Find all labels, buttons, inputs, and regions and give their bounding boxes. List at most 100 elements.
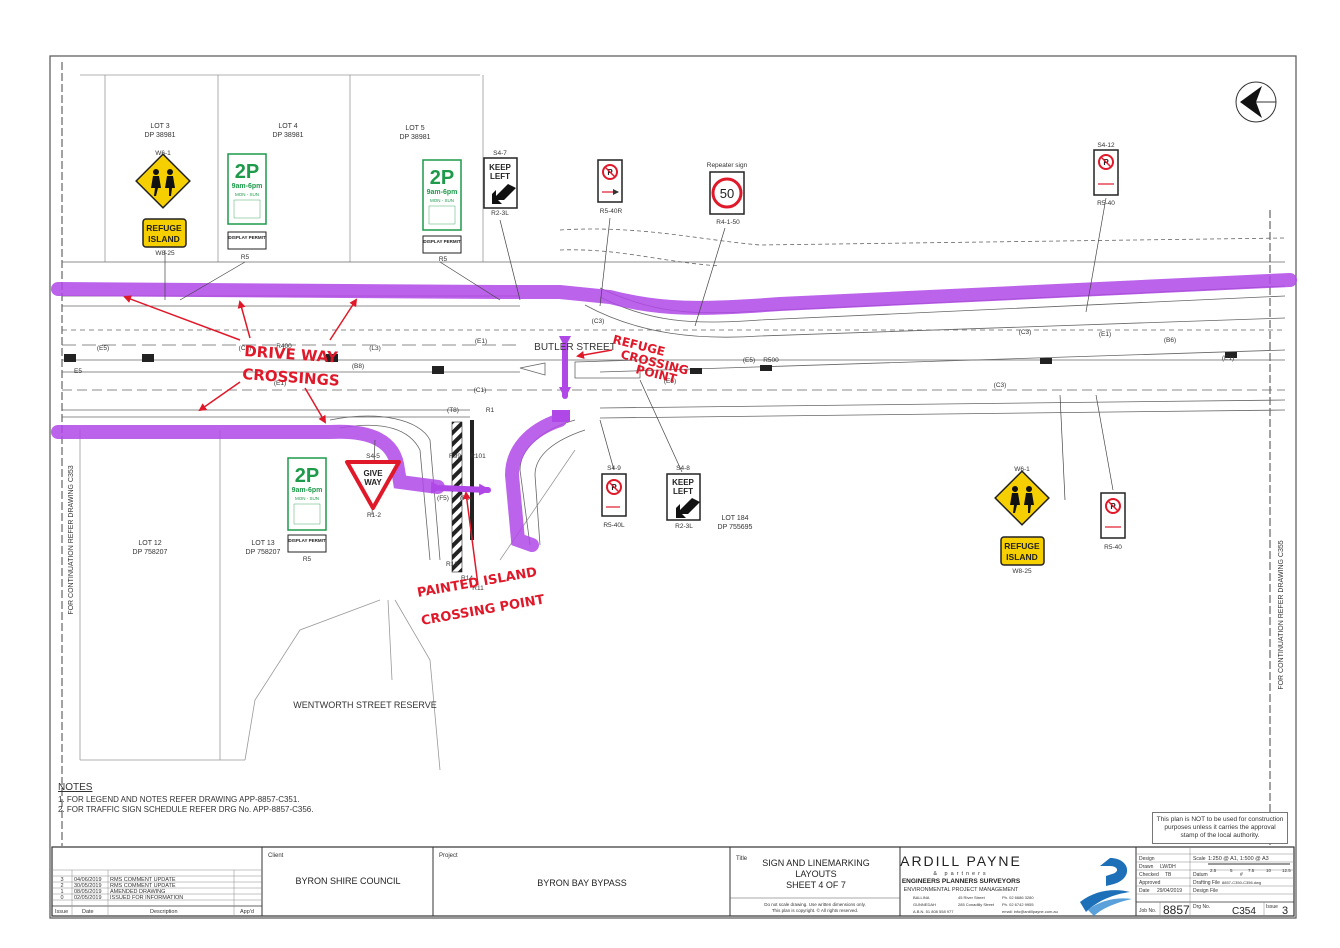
continuation-left: FOR CONTINUATION REFER DRAWING C353 <box>68 465 75 614</box>
svg-text:(E5): (E5) <box>743 357 755 364</box>
svg-text:WAY: WAY <box>364 478 382 487</box>
svg-text:9am-6pm: 9am-6pm <box>232 183 263 190</box>
svg-text:This plan is copyright. © All: This plan is copyright. © All rights res… <box>772 907 858 913</box>
svg-text:Issue: Issue <box>1266 904 1278 910</box>
svg-text:Title: Title <box>736 856 748 862</box>
svg-text:45 River Street: 45 River Street <box>958 895 986 900</box>
issue-number: 3 <box>1282 905 1288 917</box>
svg-text:R500: R500 <box>763 357 779 364</box>
svg-text:(B8): (B8) <box>352 363 364 370</box>
client-name: BYRON SHIRE COUNCIL <box>295 876 400 886</box>
svg-text:2P: 2P <box>295 465 319 487</box>
svg-text:W8-25: W8-25 <box>1012 568 1032 575</box>
svg-text:(E1): (E1) <box>1222 355 1234 362</box>
svg-text:ENGINEERS PLANNERS SURVEYORS: ENGINEERS PLANNERS SURVEYORS <box>902 878 1021 885</box>
drawing-info-fields: Design Drawn LW/DH Checked TB Approved D… <box>1136 847 1294 917</box>
company-name: ARDILL PAYNE <box>900 853 1022 869</box>
svg-text:Ph. 02 6742 9955: Ph. 02 6742 9955 <box>1002 902 1034 907</box>
svg-text:Repeater sign: Repeater sign <box>707 162 748 169</box>
svg-text:R5-40: R5-40 <box>1104 544 1122 551</box>
svg-text:0: 0 <box>60 895 63 901</box>
lot12-label: LOT 12 <box>138 540 161 547</box>
parking-sign-c: 2P 9am-6pm MON - SUN DISPLAY PERMIT R5 <box>287 457 327 563</box>
svg-text:DISPLAY PERMIT: DISPLAY PERMIT <box>288 538 326 543</box>
lot4-label: LOT 4 <box>278 123 297 130</box>
svg-text:App'd: App'd <box>240 909 254 915</box>
svg-text:50: 50 <box>720 186 734 201</box>
svg-text:R2-3L: R2-3L <box>675 523 693 530</box>
no-parking-sign-c: S4-9 P R5-40L <box>601 465 627 529</box>
svg-text:3: 3 <box>60 877 63 883</box>
svg-text:1:250 @ A1, 1:500 @ A3: 1:250 @ A1, 1:500 @ A3 <box>1208 856 1269 862</box>
svg-text:R14: R14 <box>461 575 473 582</box>
svg-text:(E5): (E5) <box>664 378 676 385</box>
lot-labels: LOT 3 DP 38981 LOT 4 DP 38981 LOT 5 DP 3… <box>133 123 753 710</box>
lot13-label: LOT 13 <box>251 540 274 547</box>
svg-text:2P: 2P <box>235 161 259 183</box>
lot184-label: LOT 184 <box>721 515 748 522</box>
svg-text:REFUGE: REFUGE <box>146 223 182 233</box>
lot184-dp: DP 755695 <box>718 524 753 531</box>
svg-text:2: 2 <box>60 883 63 889</box>
svg-text:R101: R101 <box>470 453 486 460</box>
svg-text:S4-12: S4-12 <box>1097 142 1115 149</box>
note-item: 2. FOR TRAFFIC SIGN SCHEDULE REFER DRG N… <box>58 805 314 814</box>
svg-text:(E1): (E1) <box>274 380 286 387</box>
svg-text:S4-7: S4-7 <box>493 150 507 157</box>
continuation-right: FOR CONTINUATION REFER DRAWING C355 <box>1278 540 1285 689</box>
job-number: 8857 <box>1163 903 1190 917</box>
speed-limit-sign: Repeater sign 50 R4-1-50 <box>707 162 748 226</box>
svg-text:R5-40L: R5-40L <box>603 522 625 529</box>
svg-text:Issue: Issue <box>55 909 68 915</box>
svg-text:7.5: 7.5 <box>1248 868 1255 873</box>
svg-text:#: # <box>1240 872 1243 878</box>
svg-text:MON - SUN: MON - SUN <box>235 192 259 197</box>
pedestrians-icon <box>1010 486 1034 513</box>
parking-sign-a: 2P 9am-6pm MON - SUN DISPLAY PERMIT R5 <box>227 153 267 261</box>
drawing-title-line2: LAYOUTS <box>795 869 836 879</box>
lot12-dp: DP 758207 <box>133 549 168 556</box>
svg-text:ISSUED FOR INFORMATION: ISSUED FOR INFORMATION <box>110 895 183 901</box>
svg-text:Drg No.: Drg No. <box>1193 904 1210 910</box>
svg-text:A.B.N. 51 808 558 977: A.B.N. 51 808 558 977 <box>913 909 954 914</box>
svg-text:(L3): (L3) <box>369 345 381 352</box>
svg-text:E5: E5 <box>74 368 82 375</box>
svg-text:(C1): (C1) <box>239 345 252 352</box>
north-arrow-icon <box>1235 81 1277 123</box>
svg-text:R2-3L: R2-3L <box>491 210 509 217</box>
reserve-label: WENTWORTH STREET RESERVE <box>293 700 437 710</box>
hatched-linemarking <box>64 352 1237 573</box>
give-way-sign: S4-5 GIVE WAY R1-2 <box>345 453 401 519</box>
svg-text:LEFT: LEFT <box>673 487 693 496</box>
lot5-dp: DP 38981 <box>399 134 430 141</box>
arrow-down-left-icon <box>492 184 516 204</box>
svg-text:& partners: & partners <box>933 871 988 877</box>
drawing-number: C354 <box>1232 906 1256 917</box>
svg-text:ENVIRONMENTAL PROJECT MANAGEM: ENVIRONMENTAL PROJECT MANAGEMENT <box>904 887 1019 893</box>
svg-text:2.5: 2.5 <box>1210 868 1217 873</box>
svg-text:(C3): (C3) <box>994 382 1007 389</box>
svg-text:DISPLAY PERMIT: DISPLAY PERMIT <box>228 235 266 240</box>
pedestrians-icon <box>151 169 175 196</box>
note-item: 1. FOR LEGEND AND NOTES REFER DRAWING AP… <box>58 795 300 804</box>
revision-table: 3 04/06/2019 RMS COMMENT UPDATE 2 30/05/… <box>52 869 262 916</box>
svg-text:Description: Description <box>150 909 178 915</box>
svg-text:(C1): (C1) <box>474 387 487 394</box>
svg-text:REFUGE: REFUGE <box>1004 541 1040 551</box>
svg-text:R4-1-50: R4-1-50 <box>716 219 740 226</box>
svg-text:Job No.: Job No. <box>1139 908 1156 914</box>
lot13-dp: DP 758207 <box>246 549 281 556</box>
svg-text:GIVE: GIVE <box>363 469 383 478</box>
drawing-title-line3: SHEET 4 OF 7 <box>786 880 846 890</box>
svg-text:S4-8: S4-8 <box>676 465 690 472</box>
svg-text:Drafting File: Drafting File <box>1193 880 1220 886</box>
svg-text:DISPLAY PERMIT: DISPLAY PERMIT <box>423 239 461 244</box>
svg-text:Date: Date <box>1139 888 1150 894</box>
svg-text:AMENDED DRAWING: AMENDED DRAWING <box>110 889 165 895</box>
svg-text:Client: Client <box>268 853 284 859</box>
svg-text:5: 5 <box>1230 868 1233 873</box>
pedestrian-warning-sign-b: W6-1 REFUGE ISLAND W8-25 <box>994 466 1050 575</box>
svg-text:9am-6pm: 9am-6pm <box>292 487 323 494</box>
svg-text:(E1): (E1) <box>1099 331 1111 338</box>
no-parking-sign-b: S4-12 P R5-40 <box>1093 142 1119 207</box>
